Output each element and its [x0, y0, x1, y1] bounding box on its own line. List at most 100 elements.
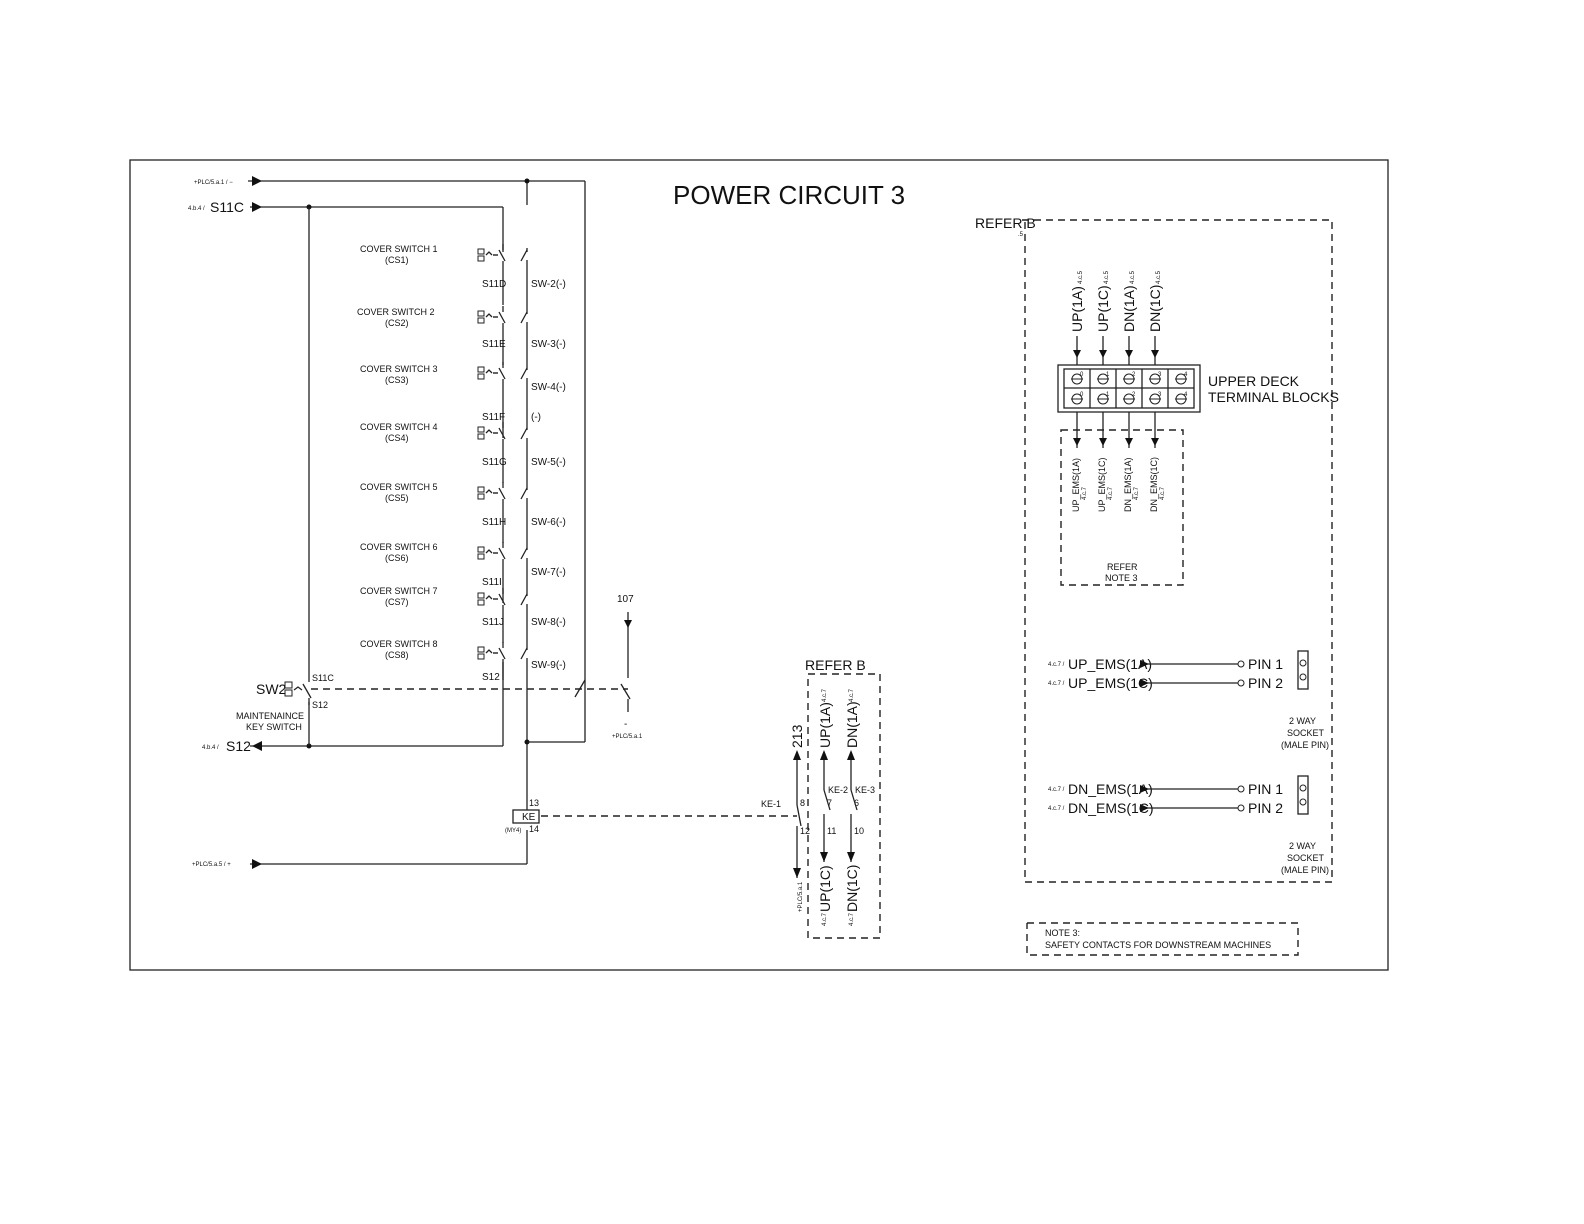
actuator-icon [477, 255, 485, 262]
ke1-label: KE-1 [761, 799, 781, 809]
cover-switch-name: COVER SWITCH 8 [360, 639, 438, 649]
socket-signal: DN_EMS(1C) [1068, 800, 1154, 816]
cover-switch-code: (CS7) [385, 597, 409, 607]
cover-switch-code: (CS2) [385, 318, 409, 328]
pin-11: 11 [827, 826, 836, 836]
plc-out-ref: +PLC/5.a.1 [798, 881, 804, 912]
sw-blade [520, 593, 528, 606]
pin-label: PIN 2 [1248, 675, 1283, 691]
actuator-icon [477, 592, 485, 599]
relay-tag: KE [522, 812, 536, 823]
sw-blade [520, 547, 528, 560]
pin-12: 12 [800, 826, 810, 836]
arrow-down-icon [1151, 438, 1159, 446]
terminal-output-label: UP_EMS(1A) [1071, 458, 1081, 512]
socket-label: (MALE PIN) [1281, 740, 1329, 750]
refer-note3-1: REFER [1107, 562, 1138, 572]
socket-icon [1299, 784, 1307, 792]
sw-blade [520, 487, 528, 500]
socket-icon [1299, 673, 1307, 681]
contact-blade [498, 311, 506, 324]
sw-blade [520, 249, 528, 262]
terminal-label-2: TERMINAL BLOCKS [1208, 389, 1339, 405]
cover-switch-code: (CS3) [385, 375, 409, 385]
refer-b-right: REFER B .5 [975, 215, 1333, 883]
sw-label: SW-8(-) [531, 617, 566, 628]
key-switch: SW2 S11C S12 MAINTENAINCE KEY SWITCH [236, 668, 334, 732]
contact-blade [498, 367, 506, 380]
upper-deck-terminal-blocks: 0011223344UP(1A)4.c.5UP_EMS(1A)4.c.7UP(1… [1057, 270, 1201, 512]
socket-dn: 4.c.7 /DN_EMS(1A)PIN 14.c.7 /DN_EMS(1C)P… [1048, 775, 1329, 875]
socket-ref: 4.c.7 / [1048, 662, 1065, 668]
terminal-number: 1 [1106, 372, 1110, 378]
relay-ke: KE (MY4) 13 14 [505, 798, 540, 834]
pin-8: 8 [800, 798, 805, 808]
actuator-icon [485, 549, 493, 554]
key-switch-in: S11C [312, 673, 334, 683]
actuator-icon [477, 310, 485, 317]
relay-pin-14: 14 [529, 824, 539, 834]
arrow-down-icon [1073, 350, 1081, 358]
cover-switch-code: (CS5) [385, 493, 409, 503]
actuator-icon [477, 366, 485, 373]
actuator-icon [477, 546, 485, 553]
pin-label: PIN 1 [1248, 656, 1283, 672]
sw-label: SW-2(-) [531, 279, 566, 290]
terminal-label-1: UPPER DECK [1208, 373, 1300, 389]
plc-dash: - [624, 719, 627, 730]
sw-blade [520, 367, 528, 380]
actuator-icon [485, 313, 493, 318]
plc-ref-107: +PLC/5.a.1 [612, 734, 643, 740]
cover-switch-code: (CS1) [385, 255, 409, 265]
cover-switch-name: COVER SWITCH 5 [360, 482, 438, 492]
pin-terminal-icon [1237, 660, 1245, 668]
socket-label: 2 WAY [1289, 841, 1316, 851]
contact-blade [498, 647, 506, 660]
terminal-output-ref: 4.c.7 [1082, 486, 1088, 500]
refer-note3-box [1060, 429, 1184, 586]
terminal-input-label: DN(1A) [1121, 285, 1137, 332]
terminal-output-ref: 4.c.7 [1160, 486, 1166, 500]
note-3-text: SAFETY CONTACTS FOR DOWNSTREAM MACHINES [1045, 940, 1271, 950]
actuator-icon [477, 653, 485, 660]
relay-pin-13: 13 [529, 798, 539, 808]
up1a-ref: 4.c.7 [822, 688, 828, 702]
refer-b-center: REFER B 213 UP(1A) 4.c.7 DN(1A) 4.c.7 KE… [761, 657, 881, 939]
wire-107: 107 - +PLC/5.a.1 [612, 594, 643, 740]
pin-terminal-icon [1237, 785, 1245, 793]
cover-switch-name: COVER SWITCH 6 [360, 542, 438, 552]
s11c-label: S11C [210, 199, 244, 215]
terminal-number: 3 [1158, 392, 1162, 398]
cover-switch-name: COVER SWITCH 1 [360, 244, 438, 254]
terminal-number: 0 [1080, 392, 1084, 398]
dn1a-ref: 4.c.7 [849, 688, 855, 702]
actuator-icon [485, 649, 493, 654]
rail-plc-plus: +PLC/5.a.5 / + [192, 830, 528, 869]
actuator-icon [485, 595, 493, 600]
socket-ref: 4.c.7 / [1048, 681, 1065, 687]
arrow-right-icon [1140, 804, 1149, 812]
contact-blade [498, 593, 506, 606]
key-switch-tag: SW2 [256, 681, 287, 697]
sw-label: (-) [531, 412, 541, 423]
terminal-number: 4 [1184, 372, 1188, 378]
socket-icon [1299, 659, 1307, 667]
wire-107-label: 107 [617, 594, 634, 605]
socket-icon [1299, 798, 1307, 806]
pin-terminal-icon [1237, 679, 1245, 687]
terminal-number: 2 [1132, 392, 1136, 398]
wire-label: S11H [482, 517, 506, 528]
dn1a-label: DN(1A) [844, 701, 860, 748]
up1a-label: UP(1A) [817, 702, 833, 748]
terminal-input-ref: 4.c.5 [1130, 270, 1136, 284]
socket-label: 2 WAY [1289, 716, 1316, 726]
wire-label: S11E [482, 339, 506, 350]
wire-label: S12 [482, 672, 500, 683]
socket-ref: 4.c.7 / [1048, 806, 1065, 812]
socket-icon [1297, 650, 1309, 690]
terminal-input-ref: 4.c.5 [1104, 270, 1110, 284]
